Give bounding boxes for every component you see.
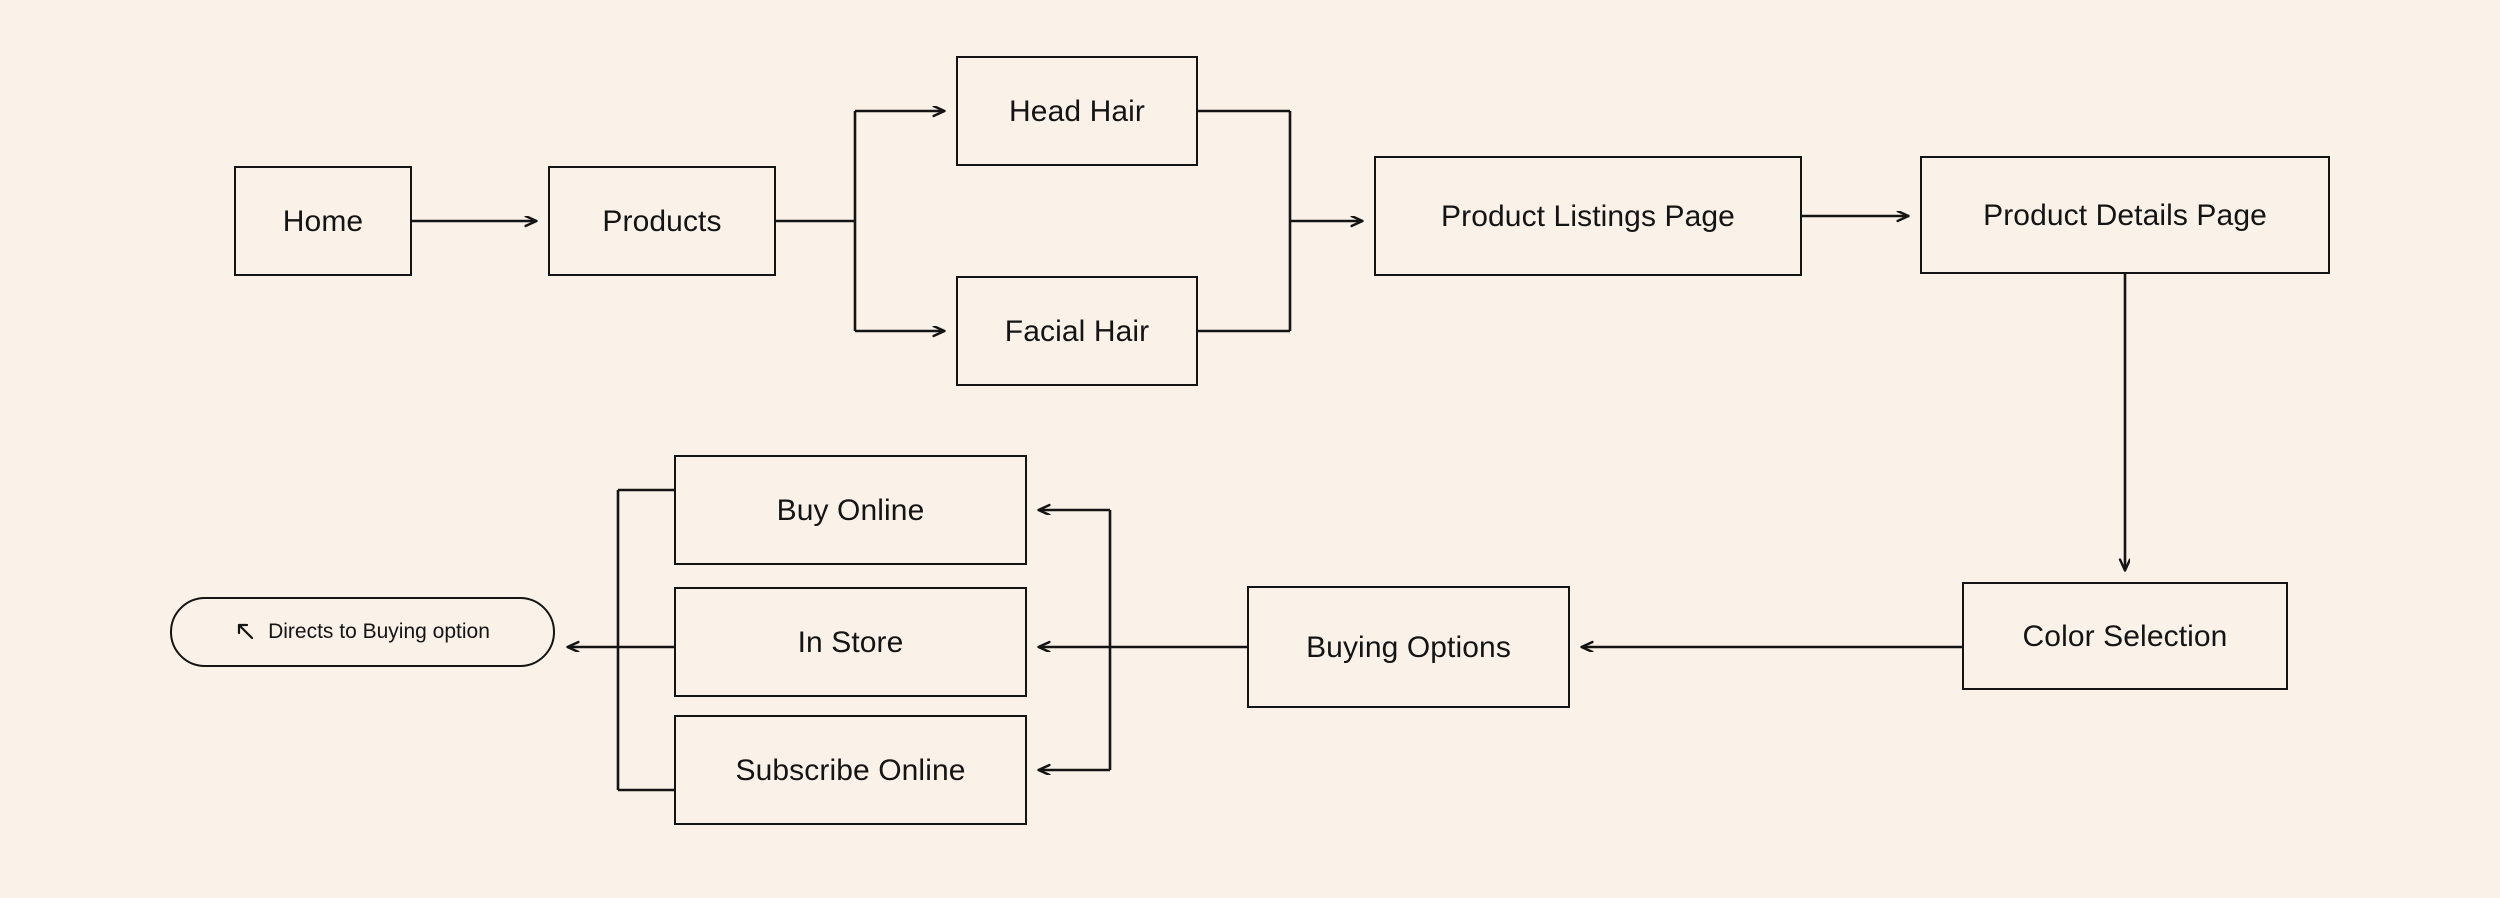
directs-to-buying-option-label: Directs to Buying option [268,620,490,643]
node-facial-hair-label: Facial Hair [1004,314,1150,348]
node-in-store-label: In Store [797,625,904,659]
node-product-listings-page-label: Product Listings Page [1441,199,1735,233]
node-product-listings-page[interactable]: Product Listings Page [1374,156,1802,276]
node-subscribe-online-label: Subscribe Online [735,753,966,787]
node-product-details-page[interactable]: Product Details Page [1920,156,2330,274]
node-products-label: Products [602,204,722,238]
node-color-selection-label: Color Selection [2022,619,2228,653]
node-facial-hair[interactable]: Facial Hair [956,276,1198,386]
arrow-up-left-icon [235,621,257,643]
node-subscribe-online[interactable]: Subscribe Online [674,715,1027,825]
node-products[interactable]: Products [548,166,776,276]
node-buying-options[interactable]: Buying Options [1247,586,1570,708]
node-buy-online[interactable]: Buy Online [674,455,1027,565]
node-head-hair[interactable]: Head Hair [956,56,1198,166]
node-home[interactable]: Home [234,166,412,276]
node-buy-online-label: Buy Online [776,493,925,527]
node-head-hair-label: Head Hair [1009,94,1145,128]
node-product-details-page-label: Product Details Page [1983,198,2267,232]
node-color-selection[interactable]: Color Selection [1962,582,2288,690]
node-buying-options-label: Buying Options [1306,630,1511,664]
node-in-store[interactable]: In Store [674,587,1027,697]
node-home-label: Home [282,204,364,238]
directs-to-buying-option-note[interactable]: Directs to Buying option [170,597,555,667]
